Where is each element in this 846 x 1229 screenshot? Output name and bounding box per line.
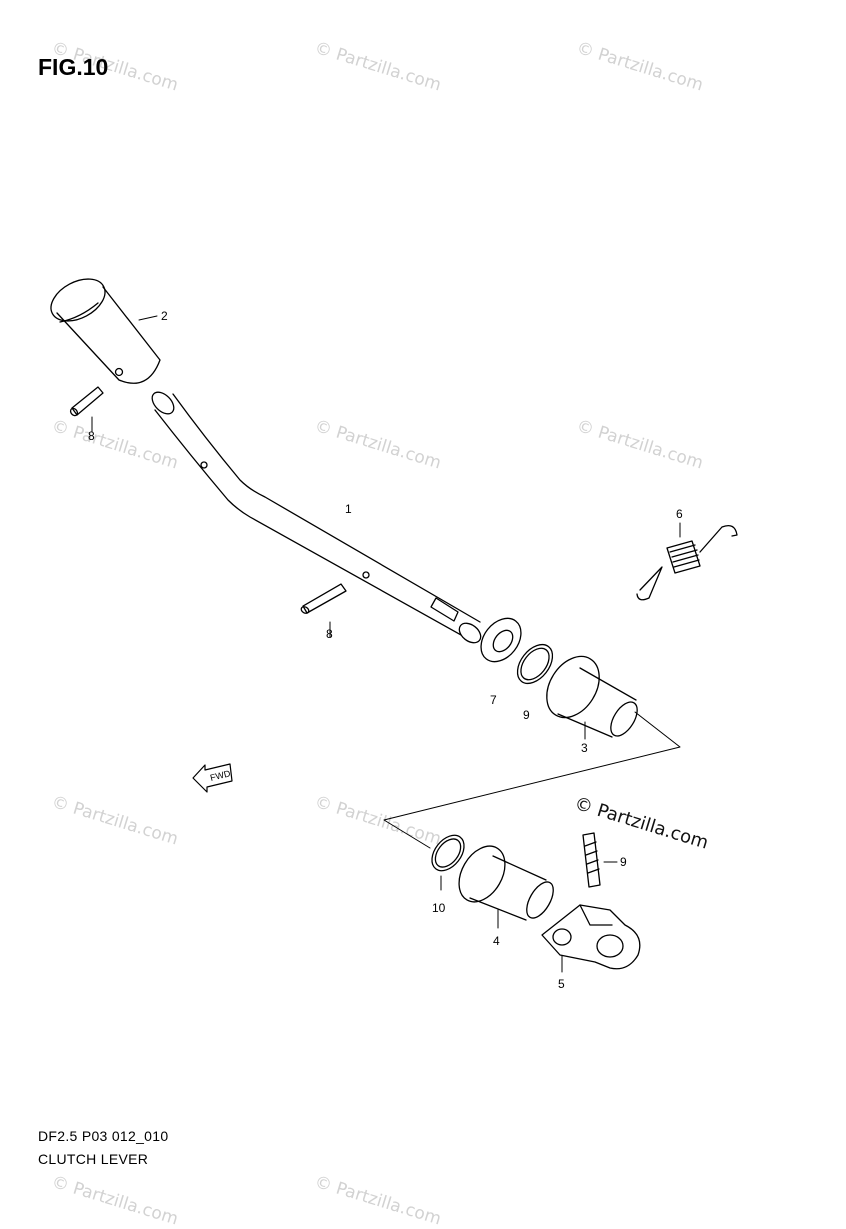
callout-8b: 8 <box>326 627 333 641</box>
assembly-guide-line <box>383 711 681 849</box>
svg-text:FWD: FWD <box>209 768 232 783</box>
callout-2: 2 <box>161 309 168 323</box>
bushing-upper <box>546 655 638 740</box>
pin-upper <box>69 386 104 433</box>
callout-7: 7 <box>490 693 497 707</box>
figure-title: FIG.10 <box>38 54 109 80</box>
callout-6: 6 <box>676 507 683 521</box>
grip-sleeve <box>50 278 161 384</box>
washer <box>480 617 522 663</box>
callout-5: 5 <box>558 977 565 991</box>
ring-upper <box>516 643 554 685</box>
exploded-parts-diagram: FWD 2 8 1 8 6 7 9 3 9 10 4 <box>50 278 738 991</box>
clutch-bracket <box>541 904 641 973</box>
callout-10: 10 <box>432 901 446 915</box>
spring <box>636 522 738 601</box>
callout-9a: 9 <box>523 708 530 722</box>
fwd-arrow: FWD <box>192 763 233 793</box>
callout-9b: 9 <box>620 855 627 869</box>
callout-8a: 8 <box>88 429 95 443</box>
figure-name: CLUTCH LEVER <box>38 1151 149 1167</box>
callout-labels: 2 8 1 8 6 7 9 3 9 10 4 5 <box>88 309 683 991</box>
clutch-lever-shaft <box>151 391 482 644</box>
ring-lower <box>431 834 465 891</box>
spring-pin <box>582 832 618 888</box>
callout-1: 1 <box>345 502 352 516</box>
figure-code: DF2.5 P03 012_010 <box>38 1128 169 1144</box>
pin-lower <box>300 583 347 638</box>
callout-3: 3 <box>581 741 588 755</box>
callout-4: 4 <box>493 934 500 948</box>
bushing-lower <box>458 845 554 929</box>
